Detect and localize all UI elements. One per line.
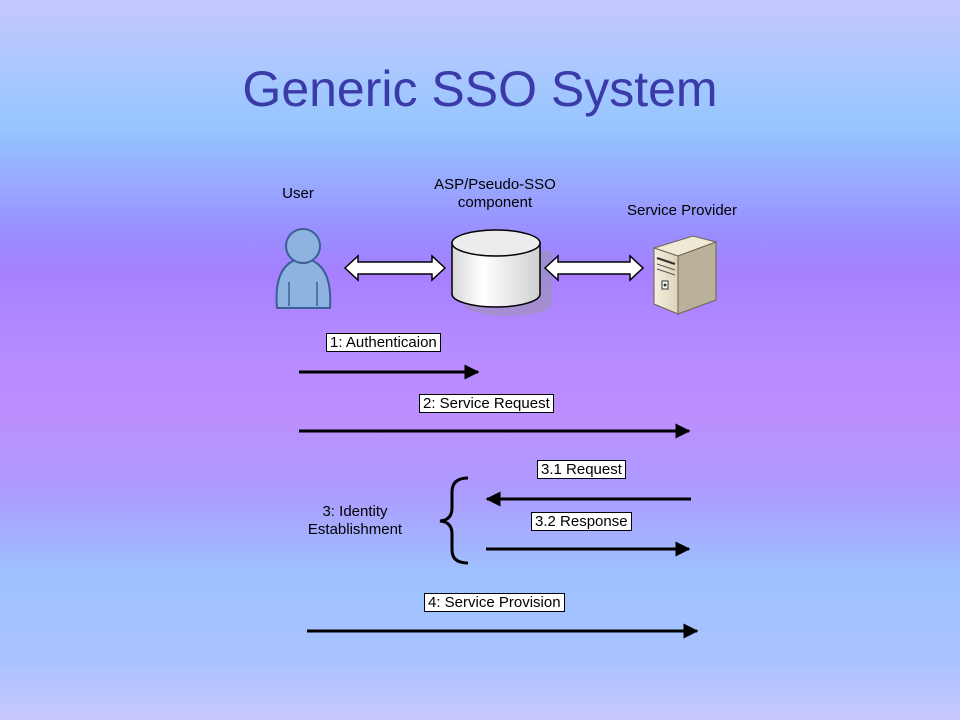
step3-label: 3: Identity Establishment (290, 503, 420, 539)
service-provider-label: Service Provider (626, 202, 738, 219)
asp-label-line2: component (457, 194, 533, 211)
asp-label-line1: ASP/Pseudo-SSO (434, 176, 556, 193)
asp-label: ASP/Pseudo-SSO component (415, 176, 575, 212)
double-arrow-asp-sp-icon (543, 254, 645, 282)
step3-label-line2: Establishment (307, 521, 403, 538)
step4-label: 4: Service Provision (424, 593, 565, 612)
step1-label: 1: Authenticaion (326, 333, 441, 352)
user-icon (275, 228, 332, 309)
step3-1-label: 3.1 Request (537, 460, 626, 479)
step3-label-line1: 3: Identity (322, 503, 388, 520)
server-icon (652, 235, 718, 315)
double-arrow-user-asp-icon (343, 254, 447, 282)
database-icon (451, 229, 552, 316)
step2-label: 2: Service Request (419, 394, 554, 413)
curly-brace-icon (439, 476, 469, 565)
page-title: Generic SSO System (242, 61, 718, 117)
user-label: User (282, 185, 314, 202)
step3-2-label: 3.2 Response (531, 512, 632, 531)
